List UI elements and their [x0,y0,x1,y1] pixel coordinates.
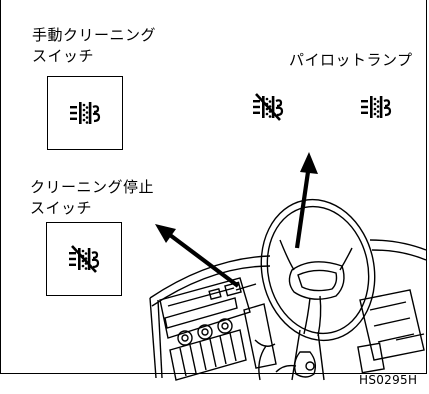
arrow-to-pilot-lamp [294,152,318,249]
dashboard-illustration [149,198,427,381]
pilot-lamp-inhibit-icon [253,94,282,120]
figure-frame [0,0,427,374]
arrow-to-stop-switch [155,224,240,288]
dpf-regeneration-icon [68,100,101,126]
clean-stop-switch-label: クリーニング停止 スイッチ [30,178,155,217]
manual-clean-switch-box [47,76,123,150]
dpf-regeneration-inhibit-icon [69,246,98,272]
figure-code: HS0295H [359,373,418,387]
manual-clean-switch-label: 手動クリーニング スイッチ [32,26,157,65]
pilot-lamp-regen-icon [359,94,392,120]
pilot-lamp-label: パイロットランプ [289,51,413,69]
